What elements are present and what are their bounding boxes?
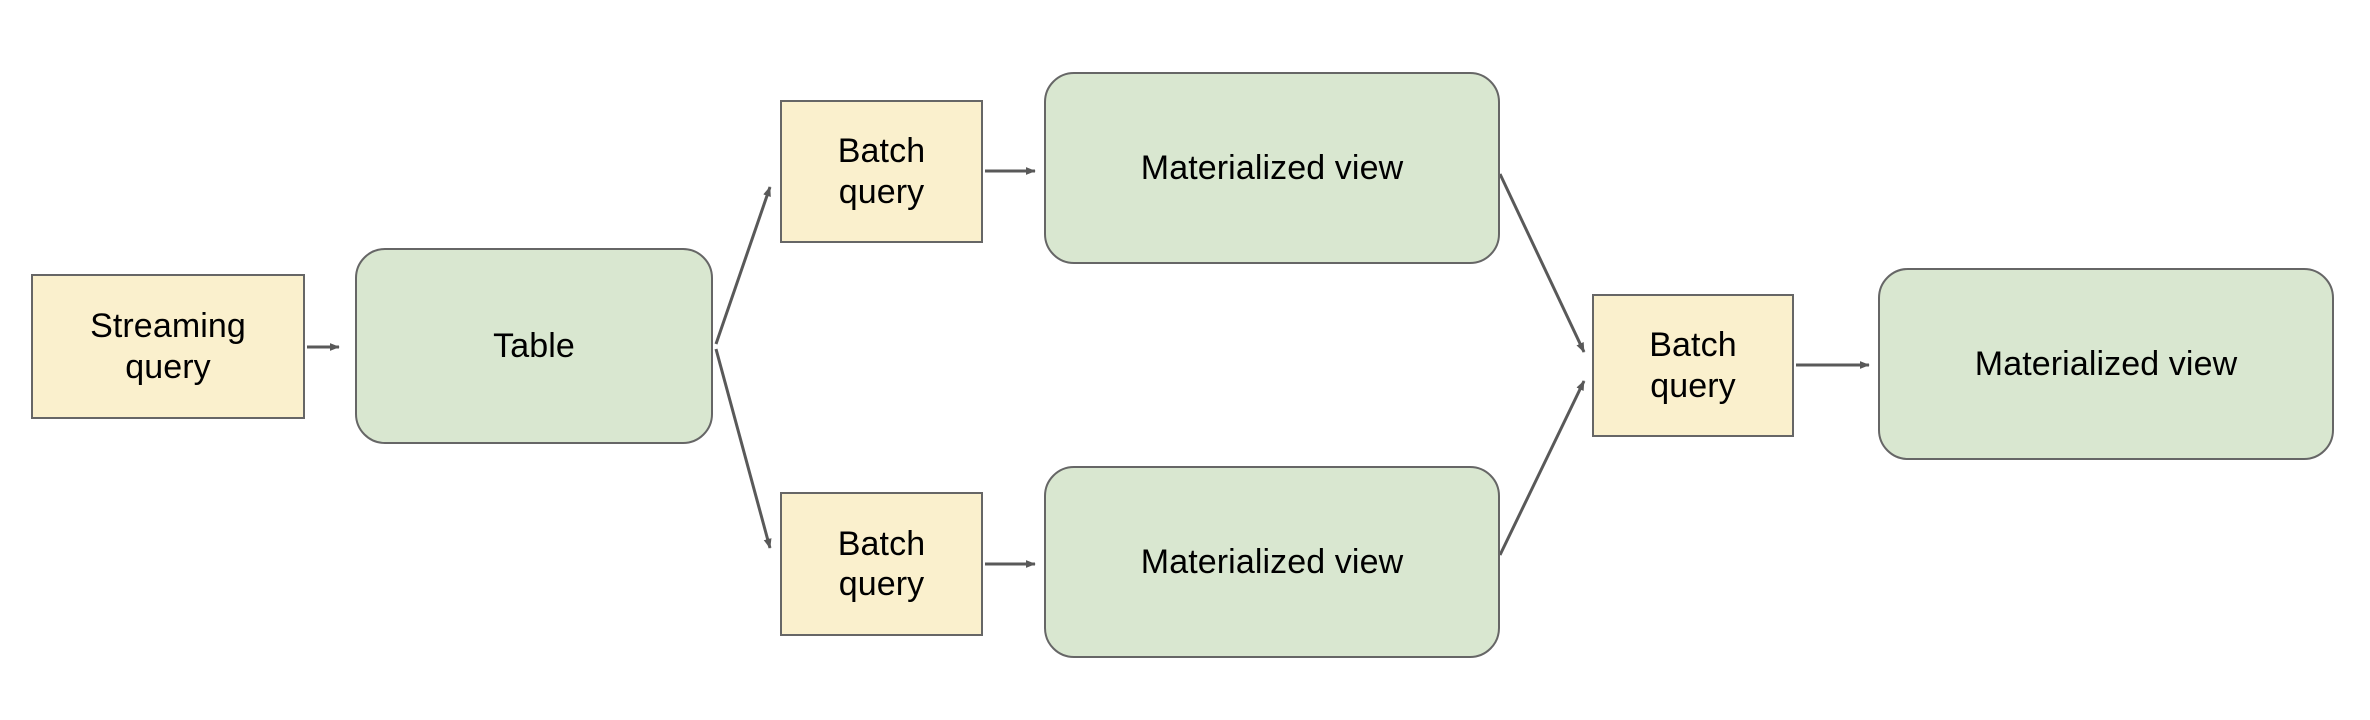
node-streaming-query[interactable]: Streaming query	[31, 274, 305, 419]
node-batch-query-lower[interactable]: Batch query	[780, 492, 983, 636]
node-materialized-view-lower[interactable]: Materialized view	[1044, 466, 1500, 658]
node-materialized-view-upper[interactable]: Materialized view	[1044, 72, 1500, 264]
edge-view-upper-to-merge	[1498, 173, 1586, 353]
edge-table-to-batch-lower	[714, 348, 772, 549]
node-table[interactable]: Table	[355, 248, 713, 444]
node-batch-query-upper[interactable]: Batch query	[780, 100, 983, 243]
node-materialized-view-final[interactable]: Materialized view	[1878, 268, 2334, 460]
node-batch-query-merge[interactable]: Batch query	[1592, 294, 1794, 437]
edge-view-lower-to-merge	[1498, 380, 1586, 556]
edge-table-to-batch-upper	[714, 186, 772, 345]
